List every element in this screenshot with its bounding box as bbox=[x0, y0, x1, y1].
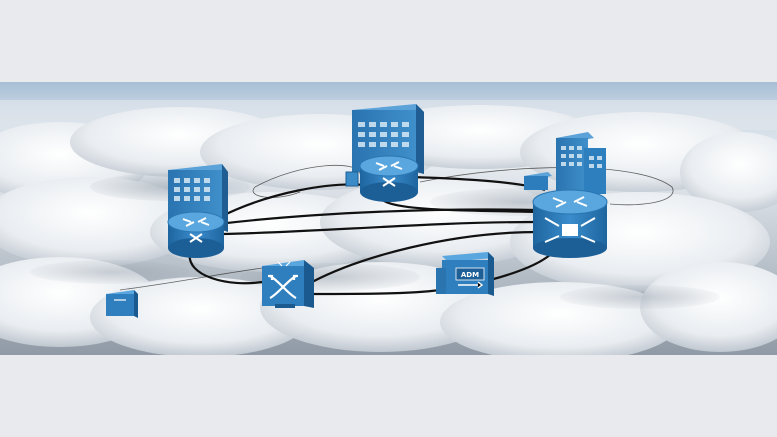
bottom-margin bbox=[0, 355, 777, 437]
link-switch-to-adm bbox=[311, 288, 441, 296]
site-top bbox=[345, 104, 424, 202]
adm-node: ADM bbox=[436, 252, 494, 296]
workstation-icon bbox=[524, 172, 552, 190]
link-switch-to-atm-core bbox=[311, 230, 539, 283]
adm-label: ADM bbox=[461, 271, 479, 279]
workstation-icon bbox=[106, 290, 138, 318]
link-router-left-to-atm-core-2 bbox=[217, 208, 536, 226]
cloud-network-illustration: ADM bbox=[0, 82, 777, 355]
building-icon bbox=[556, 132, 606, 194]
adm-multiplexer-icon: ADM bbox=[436, 252, 494, 296]
site-right bbox=[524, 132, 608, 258]
atm-switch-icon bbox=[262, 260, 314, 308]
atm-switch-icon bbox=[532, 189, 608, 258]
switch-node bbox=[262, 260, 314, 308]
top-margin bbox=[0, 0, 777, 82]
lone-node bbox=[106, 290, 138, 318]
router-icon bbox=[359, 155, 419, 202]
workstation-icon bbox=[345, 171, 359, 187]
router-icon bbox=[167, 211, 225, 258]
site-left bbox=[167, 164, 228, 258]
network-links bbox=[188, 175, 556, 296]
link-router-left-to-switch bbox=[188, 251, 263, 285]
link-router-left-to-atm-core bbox=[221, 220, 536, 236]
